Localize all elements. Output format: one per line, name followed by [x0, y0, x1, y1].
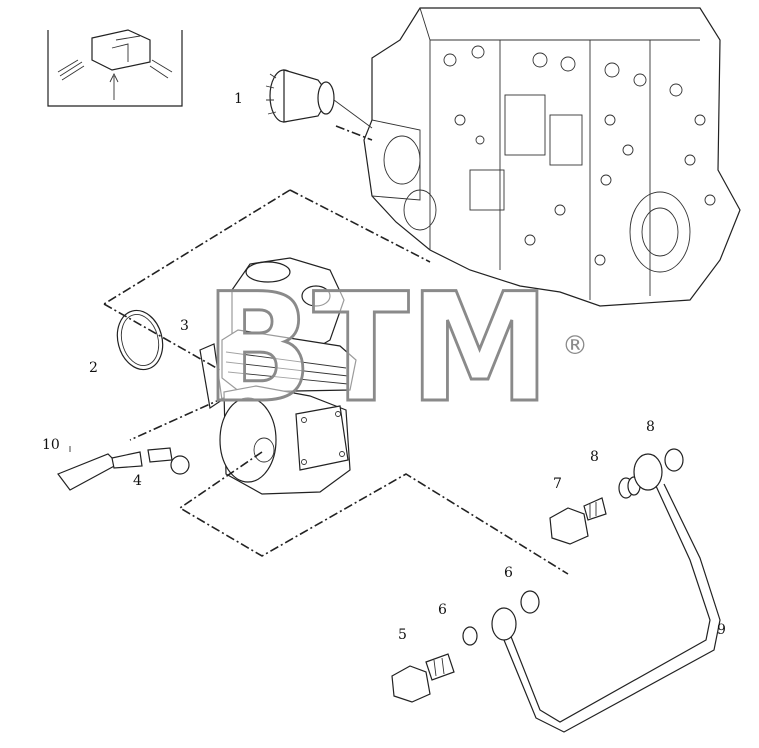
- watermark: BTM ®: [204, 261, 589, 438]
- callout-7: 7: [553, 476, 562, 492]
- callout-1: 1: [234, 91, 243, 107]
- part-10-drain-fitting: [57, 451, 143, 491]
- callout-4: 4: [133, 473, 142, 489]
- air-compressor: [219, 257, 357, 495]
- callout-labels: 1 2 3 4 5 6 6 7 8 8 9 10: [42, 91, 726, 643]
- callout-3: 3: [180, 318, 189, 334]
- registered-mark: ®: [562, 331, 588, 361]
- callout-6a: 6: [504, 565, 513, 581]
- part-7-banjo-bolt: [549, 497, 607, 545]
- callout-5: 5: [398, 627, 407, 643]
- inset-view: [47, 29, 183, 107]
- part-2-gasket: [199, 343, 223, 410]
- callout-9: 9: [717, 622, 726, 638]
- callout-10: 10: [42, 437, 60, 453]
- part-3-seal-ring: [116, 309, 164, 371]
- engine-block: [363, 7, 741, 307]
- watermark-text: BTM: [205, 262, 550, 436]
- assembly-guide-lines: [103, 125, 569, 575]
- part-5-banjo-bolt: [391, 653, 455, 703]
- callout-2: 2: [89, 360, 98, 376]
- callout-8a: 8: [590, 449, 599, 465]
- part-6-washer: [462, 590, 540, 646]
- callout-6b: 6: [438, 602, 447, 618]
- part-4-screw: [147, 447, 190, 475]
- part-1-drive-gear: [265, 69, 373, 129]
- part-9-pipe: [491, 453, 721, 733]
- callout-8b: 8: [646, 419, 655, 435]
